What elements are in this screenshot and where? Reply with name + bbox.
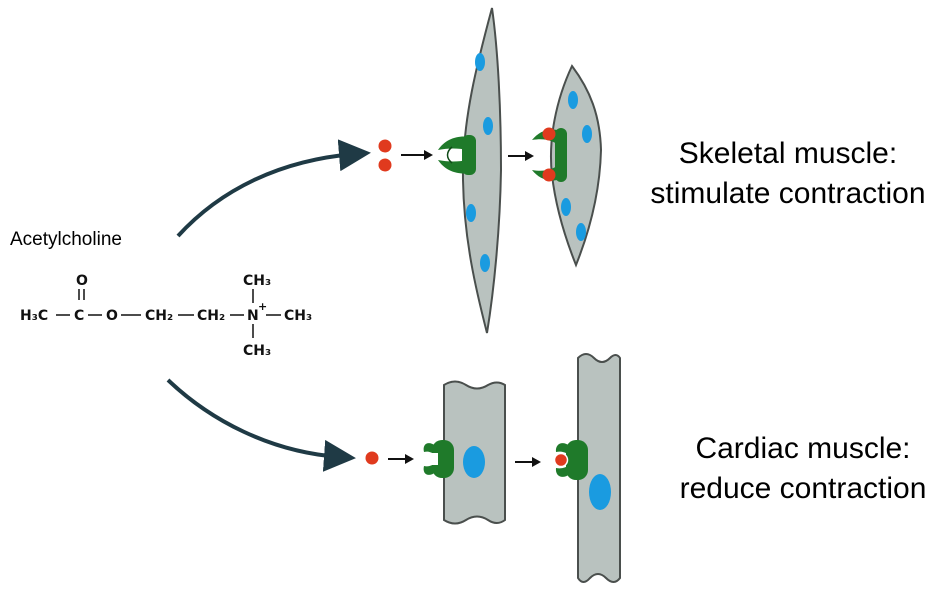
formula-carbonyl-oxygen: O [76, 273, 88, 289]
formula-charge: + [258, 300, 267, 313]
nucleus [582, 125, 592, 143]
receptor-bound [553, 440, 588, 480]
arrow-to-skeletal [176, 139, 371, 238]
skeletal-caption: Skeletal muscle: stimulate contraction [628, 134, 948, 214]
skeletal-caption-line1: Skeletal muscle: [678, 137, 898, 170]
nucleus [463, 446, 485, 478]
receptor-bound [532, 127, 567, 182]
cardiac-caption-line2: reduce contraction [679, 472, 927, 505]
formula-carbon: C [74, 308, 84, 324]
receptor-open [423, 440, 454, 478]
ligand-dot [542, 127, 556, 141]
nucleus [483, 117, 493, 135]
nucleus [589, 474, 611, 510]
cardiac-muscle-cell-relaxed [577, 353, 621, 583]
molecule-name: Acetylcholine [10, 229, 122, 250]
ligand-dot [365, 451, 379, 465]
cardiac-caption-line1: Cardiac muscle: [695, 432, 911, 465]
ligand-dot [542, 168, 556, 182]
formula-ch3-bottom: CH₃ [243, 343, 271, 359]
cardiac-caption: Cardiac muscle: reduce contraction [660, 429, 946, 509]
small-arrow-head [532, 457, 541, 467]
nucleus [561, 198, 571, 216]
nucleus [576, 223, 586, 241]
small-arrow-head [424, 150, 433, 160]
formula-ester-oxygen: O [106, 308, 118, 324]
receptor-open [438, 135, 476, 175]
small-arrow-head [525, 151, 534, 161]
formula-nitrogen: N [247, 308, 259, 324]
nucleus [480, 254, 490, 272]
ligand-dot [378, 139, 392, 153]
formula-ch3-right: CH₃ [284, 308, 312, 324]
ligand-dot [378, 158, 392, 172]
formula-ch3-top: CH₃ [243, 273, 271, 289]
formula-ch2-a: CH₂ [145, 308, 173, 324]
nucleus [475, 53, 485, 71]
acetylcholine-formula: H₃C C O O CH₂ CH₂ N + CH₃ CH₃ CH₃ [20, 273, 312, 359]
nucleus [466, 204, 476, 222]
small-arrow-head [405, 454, 414, 464]
formula-ch2-b: CH₂ [197, 308, 225, 324]
ligand-dot [553, 452, 569, 468]
skeletal-caption-line2: stimulate contraction [650, 177, 926, 210]
skeletal-muscle-cell [461, 7, 503, 334]
arrow-to-cardiac [166, 378, 356, 472]
nucleus [568, 91, 578, 109]
formula-ch3-left: H₃C [20, 308, 48, 324]
